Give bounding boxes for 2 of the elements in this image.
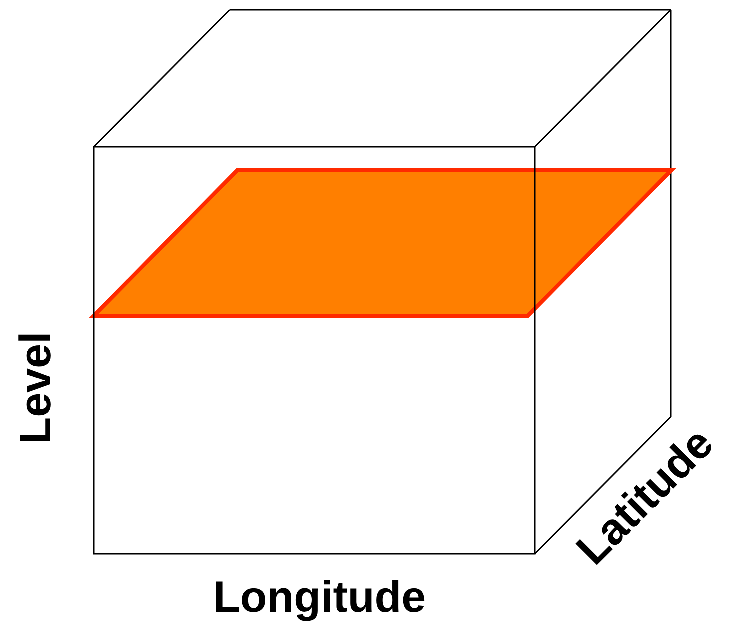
axis-label: Level xyxy=(14,332,58,444)
axis-label: Longitude xyxy=(214,576,426,620)
